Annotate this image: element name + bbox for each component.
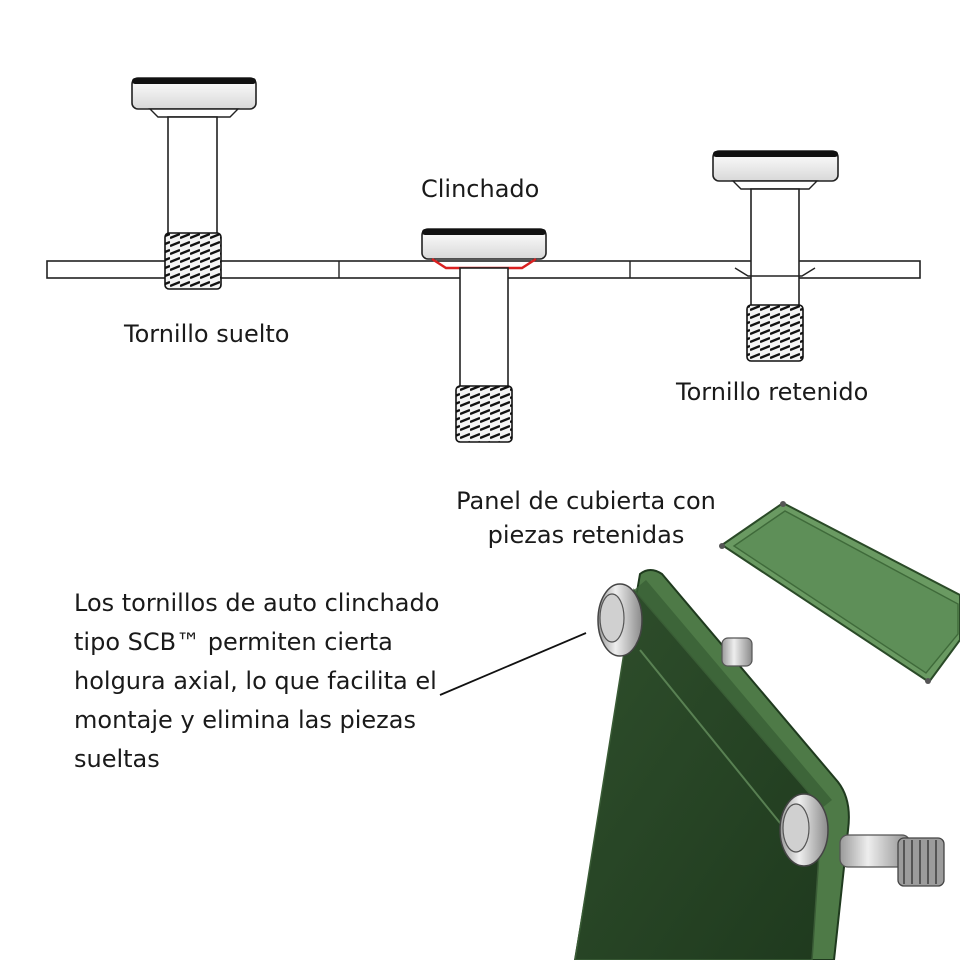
cover-panel-small	[719, 501, 960, 684]
label-clinched: Clinchado	[421, 175, 540, 203]
label-retained-screw: Tornillo retenido	[676, 378, 869, 406]
panel-screw-upper	[597, 583, 753, 667]
description-line: holgura axial, lo que facilita el	[74, 667, 437, 695]
label-loose-screw: Tornillo suelto	[124, 320, 290, 348]
label-cover-panel: Panel de cubierta con piezas retenidas	[440, 484, 732, 552]
description-line: tipo SCB™ permiten cierta	[74, 628, 393, 656]
label-cover-panel-line1: Panel de cubierta con	[456, 487, 716, 515]
retained-screw-drawing	[712, 150, 839, 362]
loose-screw-drawing	[131, 77, 257, 290]
description-line: montaje y elimina las piezas	[74, 706, 416, 734]
description-line: Los tornillos de auto clinchado	[74, 589, 440, 617]
panel-screw-lower	[779, 793, 945, 887]
label-cover-panel-line2: piezas retenidas	[487, 521, 685, 549]
description-text: Los tornillos de auto clinchado tipo SCB…	[74, 584, 464, 779]
cover-panel-large	[573, 569, 850, 960]
clinched-screw-drawing	[421, 228, 547, 443]
description-line: sueltas	[74, 745, 160, 773]
leader-line	[439, 632, 587, 696]
